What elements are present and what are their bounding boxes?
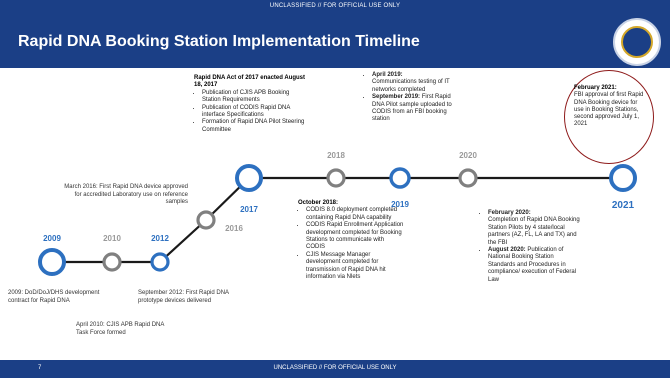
node-2010 xyxy=(102,252,122,272)
year-label-2017: 2017 xyxy=(240,205,258,214)
oct-2018-bullet: CODIS 8.0 deployment completed containin… xyxy=(306,207,404,222)
oct-2018-bullet: CODIS Rapid Enrollment Application devel… xyxy=(306,222,404,252)
year-label-2009: 2009 xyxy=(43,234,61,243)
note-2010: April 2010: CJIS APB Rapid DNA Task Forc… xyxy=(76,322,165,336)
note-2016: March 2016: First Rapid DNA device appro… xyxy=(64,184,188,205)
slide-title: Rapid DNA Booking Station Implementation… xyxy=(18,33,420,50)
act-2017-bullet: Formation of Rapid DNA Pilot Steering Co… xyxy=(202,119,306,134)
bottom-banner xyxy=(0,360,670,378)
act-2017-bullet: Publication of CODIS Rapid DNA interface… xyxy=(202,105,306,120)
page-number: 7 xyxy=(38,365,42,371)
year-label-2021: 2021 xyxy=(611,200,635,211)
year-label-2012: 2012 xyxy=(151,234,169,243)
oct-2018-bullet: CJIS Message Manager development complet… xyxy=(306,252,404,282)
node-2012 xyxy=(150,252,170,272)
callout-2021: February 2021: FBI approval of first Rap… xyxy=(574,85,644,128)
act-2017-bullet: Publication of CJIS APB Booking Station … xyxy=(202,90,306,105)
agency-seal-icon xyxy=(613,18,661,66)
classification-banner-bottom: UNCLASSIFIED // FOR OFFICIAL USE ONLY xyxy=(273,365,397,371)
node-2018 xyxy=(326,168,346,188)
node-2009 xyxy=(38,248,66,276)
note-2009: 2009: DoD/DoJ/DHS development contract f… xyxy=(8,290,100,304)
act-2017-heading: Rapid DNA Act of 2017 enacted August 18,… xyxy=(194,75,306,89)
node-2016 xyxy=(196,210,216,230)
block-2020: February 2020:Completion of Rapid DNA Bo… xyxy=(480,210,582,284)
year-label-2010: 2010 xyxy=(103,234,121,243)
node-2021 xyxy=(609,164,637,192)
node-2019 xyxy=(389,167,411,189)
classification-banner-top: UNCLASSIFIED // FOR OFFICIAL USE ONLY xyxy=(269,3,401,9)
node-2020 xyxy=(458,168,478,188)
node-2017 xyxy=(235,164,263,192)
timeline-line xyxy=(52,176,623,264)
year-label-2020: 2020 xyxy=(459,151,477,160)
block-october-2018: October 2018: CODIS 8.0 deployment compl… xyxy=(298,200,404,281)
event-august-2020: August 2020: Publication of National Boo… xyxy=(488,247,582,284)
event-february-2020: February 2020:Completion of Rapid DNA Bo… xyxy=(488,210,582,247)
callout-circle-2021 xyxy=(564,70,654,164)
block-2019: April 2019:Communications testing of IT … xyxy=(364,72,464,124)
event-september-2019: September 2019: First Rapid DNA Pilot sa… xyxy=(372,94,464,124)
year-label-2019: 2019 xyxy=(391,200,409,209)
year-label-2018: 2018 xyxy=(327,151,345,160)
note-2012: September 2012: First Rapid DNA prototyp… xyxy=(138,290,229,304)
block-act-2017: Rapid DNA Act of 2017 enacted August 18,… xyxy=(194,75,306,134)
event-april-2019: April 2019:Communications testing of IT … xyxy=(372,72,464,94)
year-label-2016: 2016 xyxy=(225,224,243,233)
title-band xyxy=(0,20,670,68)
oct-2018-heading: October 2018: xyxy=(298,200,339,206)
